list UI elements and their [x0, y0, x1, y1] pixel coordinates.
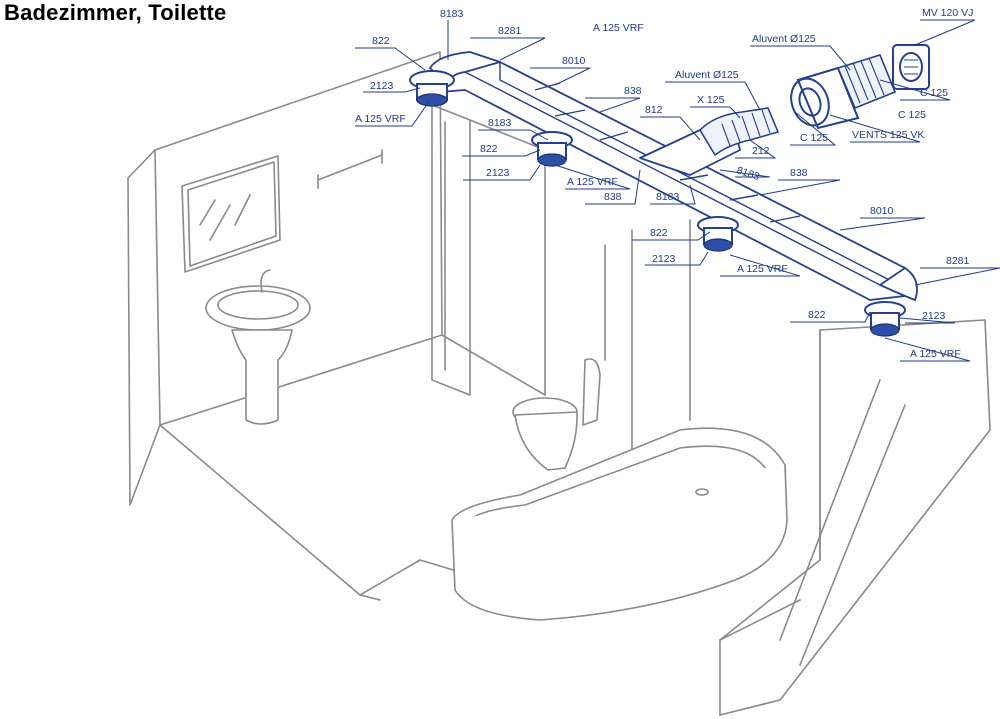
label-2123-c: 2123	[652, 253, 676, 265]
page-title: Badezimmer, Toilette	[4, 0, 227, 25]
label-812: 812	[645, 104, 663, 116]
ceiling-valve-icon-1	[409, 70, 455, 107]
label-vents: VENTS 125 VK	[852, 129, 924, 141]
ceiling-valve-icon-3	[697, 216, 739, 252]
label-c125-c: C 125	[920, 87, 948, 99]
wall-fan-mv-120-vj-icon	[892, 44, 930, 90]
label-c125-b: C 125	[898, 109, 926, 121]
label-a125vrf-c: A 125 VRF	[737, 263, 788, 275]
elbow-8281-right	[879, 267, 918, 301]
washbasin-icon	[205, 269, 311, 425]
label-212: 212	[752, 145, 770, 157]
leader-lines	[355, 19, 1000, 362]
label-2123-b: 2123	[486, 167, 510, 179]
partition-wall	[431, 104, 471, 396]
bathtub-icon	[451, 427, 788, 621]
label-822-c: 822	[650, 227, 668, 239]
label-aluvent-a: Aluvent Ø125	[675, 69, 739, 81]
label-a125vrf-b: A 125 VRF	[567, 176, 618, 188]
label-a125vrf-a: A 125 VRF	[355, 113, 406, 125]
label-822-b: 822	[480, 143, 498, 155]
label-8183-top: 8183	[440, 8, 464, 20]
ceiling-valve-icon-2	[531, 131, 573, 167]
ceiling-valve-icon-4	[864, 301, 906, 337]
inline-fan-vents-125-vk-icon	[790, 66, 860, 130]
label-8183-b: 8183	[488, 117, 512, 129]
flexible-hose-icon	[698, 107, 780, 157]
label-838-c: 838	[790, 167, 808, 179]
duct-system	[429, 51, 918, 301]
mirror-icon	[181, 155, 281, 273]
label-838-a: 838	[624, 85, 642, 97]
label-x125: X 125	[697, 94, 725, 106]
towel-rail-icon	[317, 149, 383, 189]
label-aluvent-b: Aluvent Ø125	[752, 33, 816, 45]
label-822-d: 822	[808, 309, 826, 321]
label-mv120vj: MV 120 VJ	[922, 7, 973, 19]
label-8010-a: 8010	[562, 55, 586, 67]
label-c125-a: C 125	[800, 132, 828, 144]
label-8010-b: 8010	[870, 205, 894, 217]
label-2123-a: 2123	[370, 80, 394, 92]
label-8281-top: 8281	[498, 25, 522, 37]
label-838-b: 838	[604, 191, 622, 203]
label-a125vrf-d: A 125 VRF	[910, 348, 961, 360]
label-8183-d: 8183	[735, 164, 761, 183]
label-822-a: 822	[372, 35, 390, 47]
label-2123-d: 2123	[922, 310, 946, 322]
label-8281-b: 8281	[946, 255, 970, 267]
toilet-icon	[512, 358, 601, 471]
label-a125vrf-top: A 125 VRF	[593, 22, 644, 34]
right-wall	[719, 319, 991, 716]
room-structure	[127, 51, 991, 716]
label-8183-c: 8183	[656, 191, 680, 203]
part-labels: 8183 822 8281 A 125 VRF 2123 A 125 VRF 8…	[355, 7, 973, 360]
flexible-hose-wall-icon	[836, 54, 897, 110]
